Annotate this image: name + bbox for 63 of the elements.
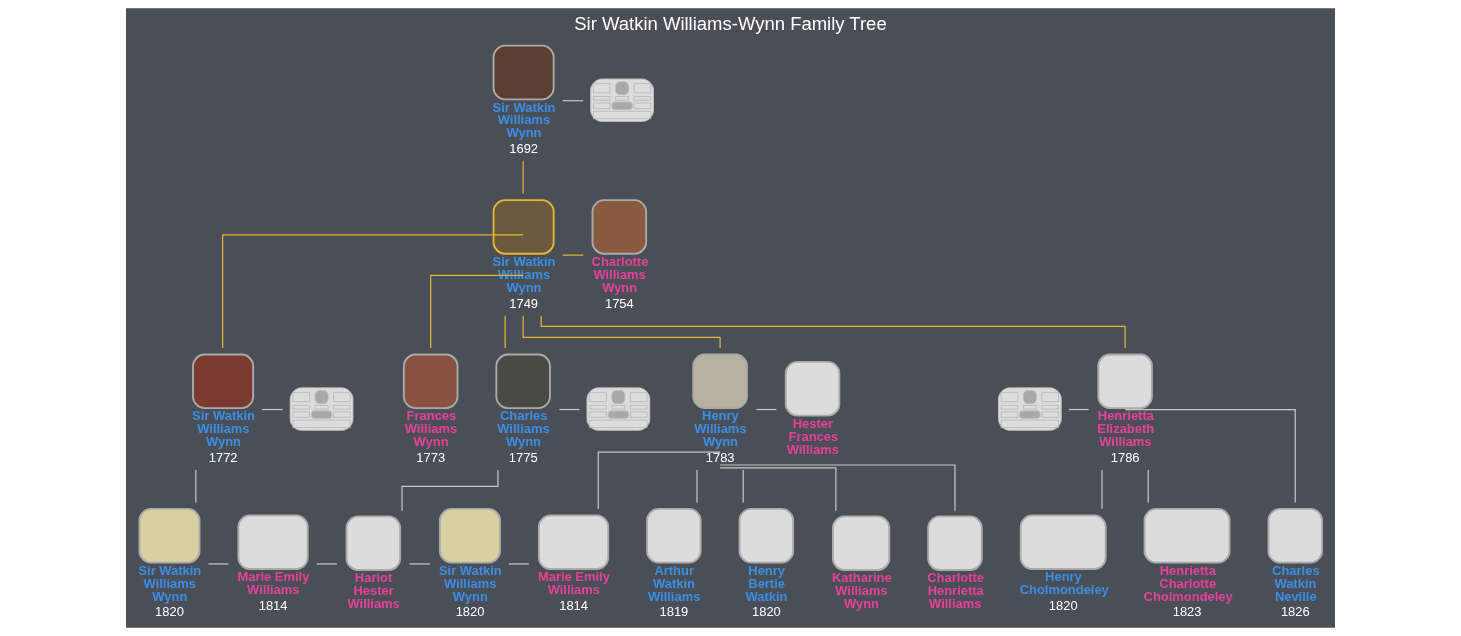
node-label: Charlotte Williams Wynn [591, 253, 649, 295]
node-label: Sir Watkin Williams Wynn [492, 99, 556, 141]
node-label: 1786 [1110, 449, 1140, 465]
connector [742, 469, 744, 504]
node-label: Charlotte Henrietta Williams [927, 570, 985, 612]
connector [522, 160, 524, 195]
node-label: Sir Watkin Williams Wynn [439, 562, 502, 604]
node-label: Henry Cholmondeley [1019, 569, 1109, 598]
connector [540, 315, 1126, 349]
node-label: Marie Emily Williams [537, 569, 610, 598]
node-label: Henry Bertie Watkin [745, 562, 788, 604]
node-label: 1814 [258, 597, 288, 613]
node-label: 1819 [659, 604, 689, 620]
node-label: 1773 [416, 449, 446, 465]
connector [430, 274, 524, 349]
connector [1068, 408, 1090, 411]
node-label: 1820 [1048, 597, 1078, 613]
connector [719, 464, 956, 512]
connector [408, 563, 431, 565]
node-label: 1820 [752, 604, 781, 620]
node-label: Henrietta Charlotte Cholmondeley [1143, 562, 1233, 604]
connector [561, 100, 584, 102]
node-label: Frances Williams Wynn [404, 408, 458, 450]
node-label: 1820 [155, 604, 184, 620]
connector [696, 469, 698, 504]
connector [1147, 469, 1149, 504]
connector [207, 563, 229, 565]
node-label: 1754 [604, 295, 634, 311]
connector [261, 408, 284, 411]
node-label: Arthur Watkin Williams [647, 562, 701, 604]
node-label: 1814 [559, 597, 588, 613]
connector [561, 254, 584, 256]
node-label: 1772 [208, 449, 238, 465]
node-label: Katharine Williams Wynn [831, 570, 892, 612]
node-label: 1823 [1172, 604, 1202, 620]
node-label: Charles Williams Wynn [497, 408, 550, 450]
connector [1124, 408, 1296, 504]
node-label: 1775 [508, 449, 538, 465]
node-label: Sir Watkin Williams Wynn [138, 562, 202, 604]
node-label: 1749 [509, 295, 539, 311]
node-label: Charles Watkin Neville [1272, 562, 1320, 604]
node-label: Hariot Hester Williams [347, 570, 400, 612]
diagram-title: Sir Watkin Williams-Wynn Family Tree [574, 13, 887, 35]
connector [222, 234, 524, 349]
node-label: Sir Watkin Williams Wynn [192, 408, 255, 450]
node-label: Henry Williams Wynn [694, 408, 747, 450]
connector [316, 563, 338, 565]
connector [522, 315, 721, 349]
connector [504, 315, 506, 349]
node-label: 1826 [1280, 604, 1310, 620]
node-label: Marie Emily Williams [237, 569, 310, 598]
node-label: Henrietta Elizabeth Williams [1097, 408, 1155, 450]
node-label: 1820 [455, 604, 485, 620]
connector [1101, 469, 1103, 510]
connector [755, 408, 777, 411]
connector [719, 467, 837, 512]
node-label: 1692 [509, 141, 539, 157]
connector [558, 408, 580, 411]
node-label: 1783 [705, 449, 735, 465]
connector [195, 469, 197, 504]
connector [597, 451, 721, 510]
node-label: Hester Frances Williams [786, 415, 840, 457]
connector [508, 563, 530, 565]
